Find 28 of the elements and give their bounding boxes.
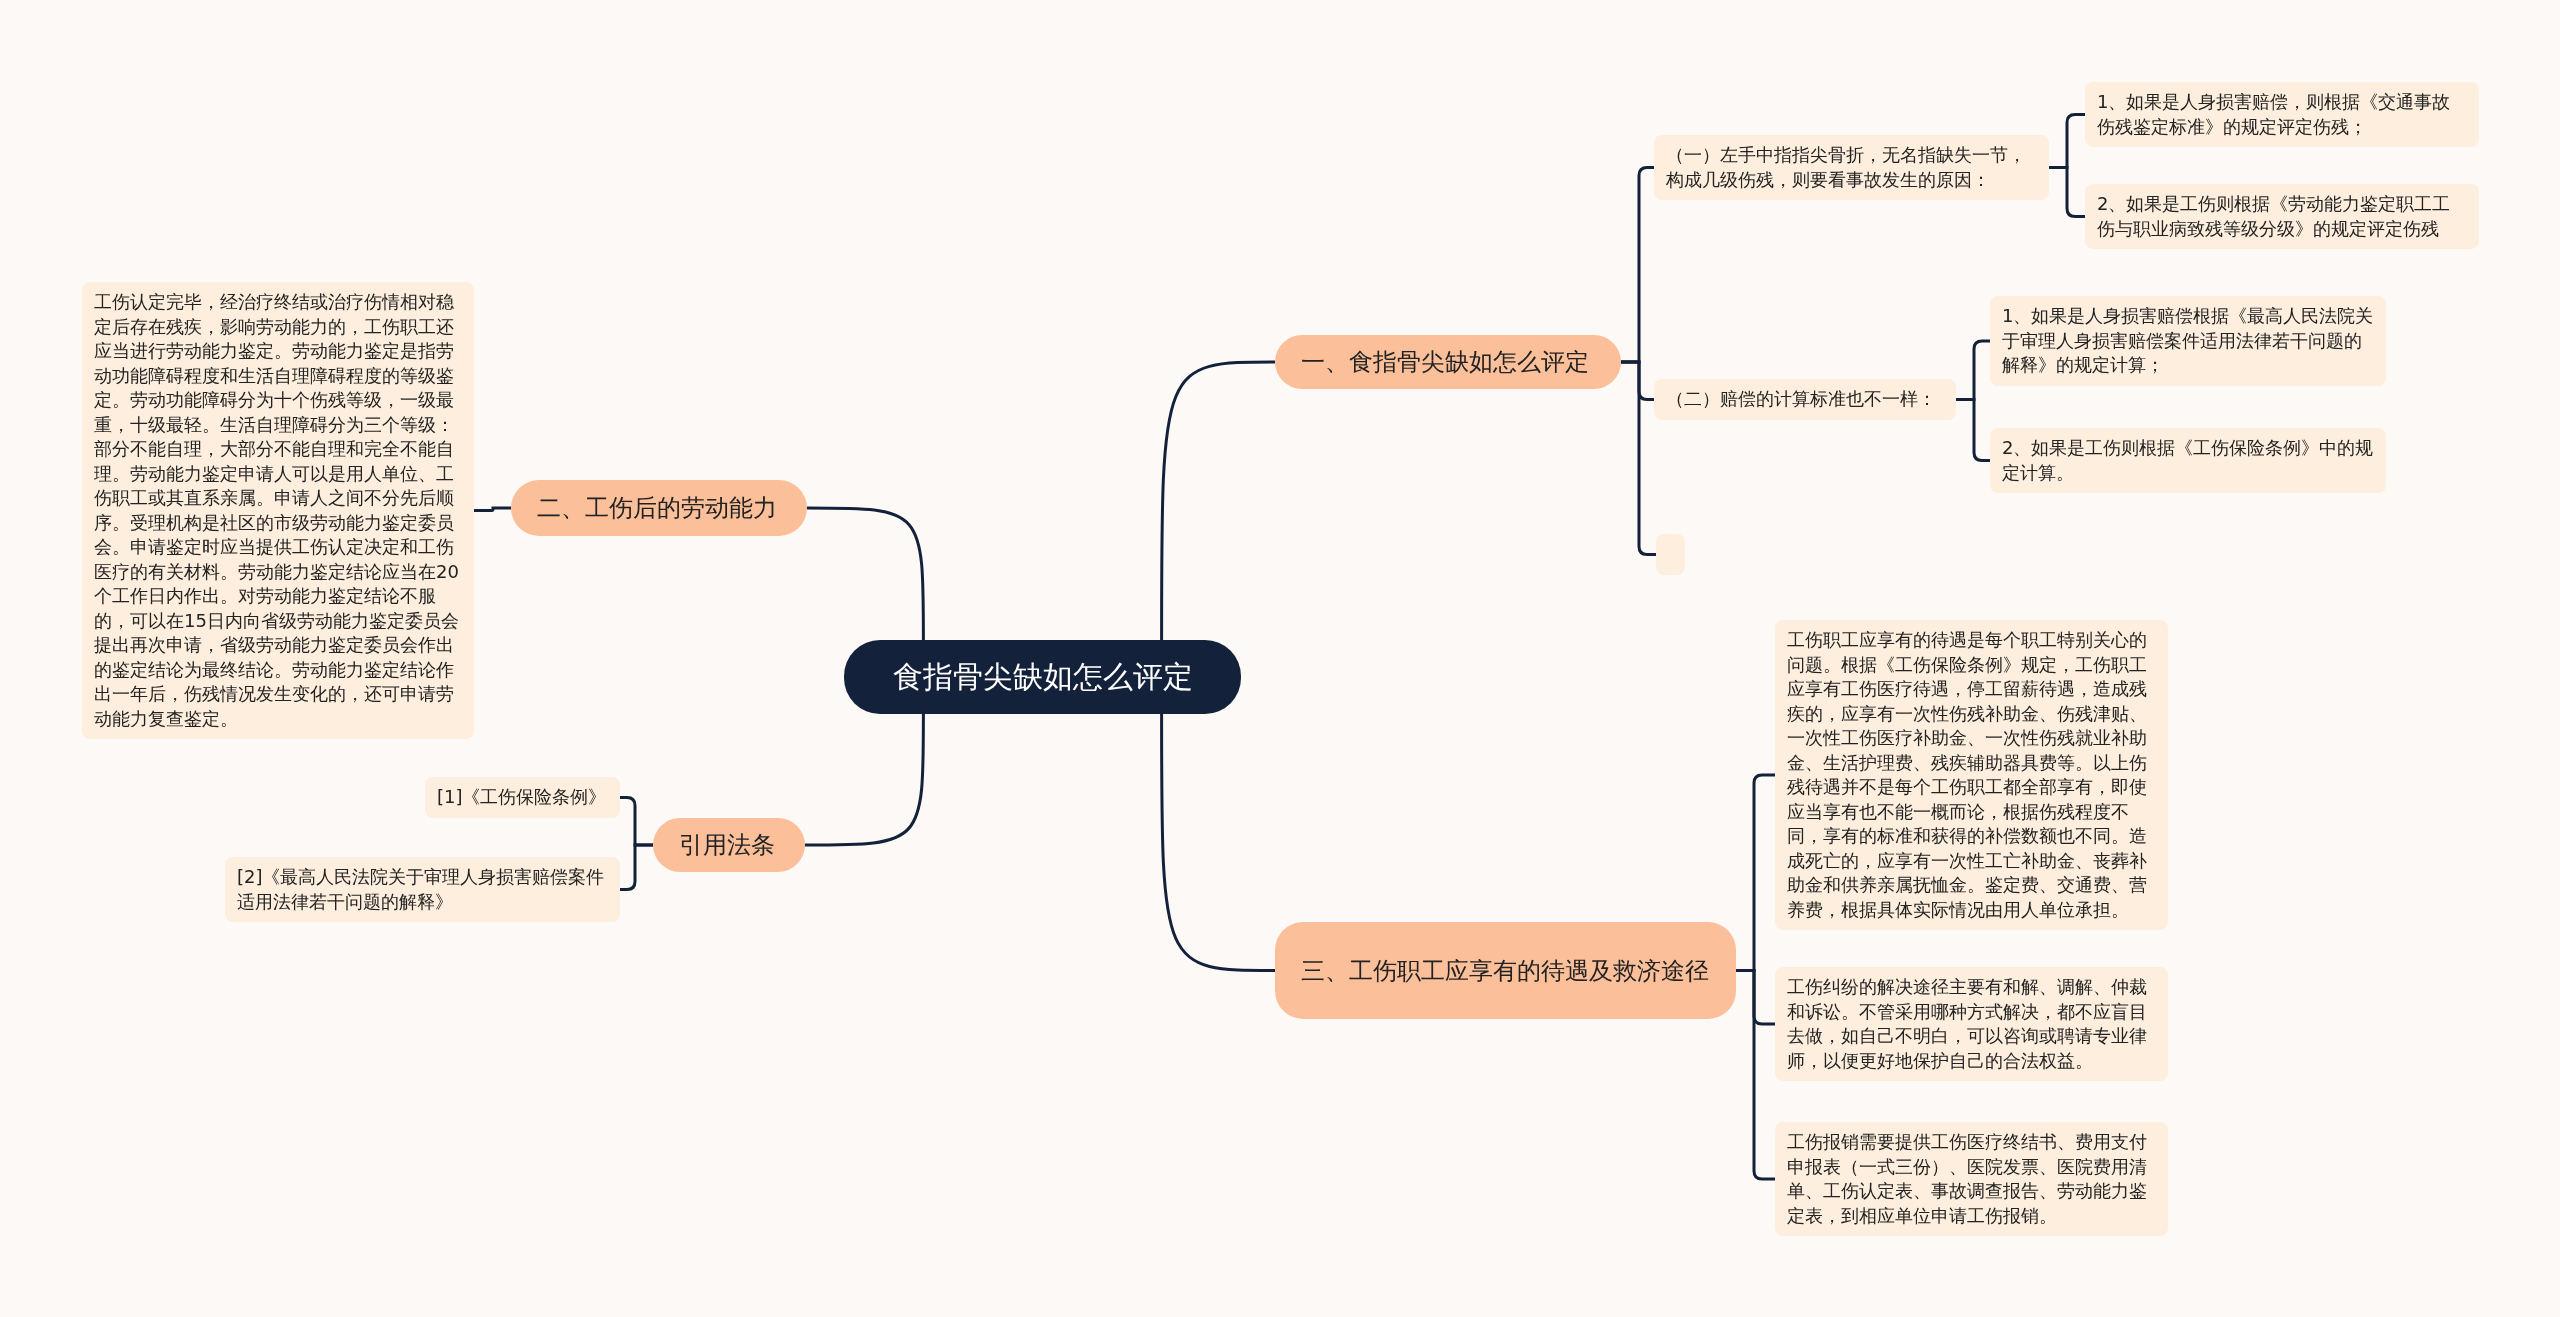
connector bbox=[805, 714, 925, 847]
connector bbox=[1736, 969, 1775, 1181]
connector bbox=[1956, 398, 1990, 462]
connector bbox=[1621, 360, 1656, 556]
subtopic: 1、如果是人身损害赔偿，则根据《交通事故伤残鉴定标准》的规定评定伤残； bbox=[2085, 82, 2479, 147]
empty-topic bbox=[1656, 534, 1685, 575]
subtopic: 2、如果是工伤则根据《工伤保险条例》中的规定计算。 bbox=[1990, 428, 2386, 493]
subtopic: 1、如果是人身损害赔偿根据《最高人民法院关于审理人身损害赔偿案件适用法律若干问题的解释》的规定计算； bbox=[1990, 296, 2386, 386]
subtopic: [2]《最高人民法院关于审理人身损害赔偿案件适用法律若干问题的解释》 bbox=[225, 857, 620, 922]
main-topic: 二、工伤后的劳动能力 bbox=[511, 480, 807, 536]
subtopic: 工伤认定完毕，经治疗终结或治疗伤情相对稳定后存在残疾，影响劳动能力的，工伤职工还应当进行劳动能力鉴定。劳动能力鉴定是指劳动功能障碍程度和生活自理障碍程度的等级鉴定。劳动功能障碍分为十个伤残等级，一级最重，十级最轻。生活自理障碍分为三个等级：部分不能自理，大部分不能自理和完全不能自理。劳动能力鉴定申请人可以是用人单位、工伤职工或其直系亲属。申请人之间不分先后顺序。受理机构是社区的市级劳动能力鉴定委员会。申请鉴定时应当提供工伤认定决定和工伤医疗的有关材料。劳动能力鉴定结论应当在20个工作日内作出。对劳动能力鉴定结论不服的，可以在15日内向省级劳动能力鉴定委员会提出再次申请，省级劳动能力鉴定委员会作出的鉴定结论为最终结论。劳动能力鉴定结论作出一年后，伤残情况发生变化的，还可申请劳动能力复查鉴定。 bbox=[82, 282, 474, 739]
subtopic: [1]《工伤保险条例》 bbox=[425, 777, 620, 818]
central-topic: 食指骨尖缺如怎么评定 bbox=[844, 640, 1241, 714]
subtopic: 工伤职工应享有的待遇是每个职工特别关心的问题。根据《工伤保险条例》规定，工伤职工应享有工伤医疗待遇，停工留薪待遇，造成残疾的，应享有一次性伤残补助金、伤残津贴、一次性工伤医疗补助金、一次性伤残就业补助金、生活护理费、残疾辅助器具费等。以上伤残待遇并不是每个工伤职工都全部享有，即使应当享有也不能一概而论，根据伤残程度不同，享有的标准和获得的补偿数额也不同。造成死亡的，应享有一次性工亡补助金、丧葬补助金和供养亲属抚恤金。鉴定费、交通费、营养费，根据具体实际情况由用人单位承担。 bbox=[1775, 620, 2168, 930]
connector bbox=[620, 843, 653, 891]
subtopic: 工伤纠纷的解决途径主要有和解、调解、仲裁和诉讼。不管采用哪种方式解决，都不应盲目去做，如自己不明白，可以咨询或聘请专业律师，以便更好地保护自己的合法权益。 bbox=[1775, 967, 2168, 1081]
main-topic: 一、食指骨尖缺如怎么评定 bbox=[1275, 335, 1621, 389]
connector bbox=[1160, 360, 1275, 640]
main-topic: 三、工伤职工应享有的待遇及救济途径 bbox=[1275, 922, 1736, 1019]
connector bbox=[1160, 714, 1275, 972]
main-topic: 引用法条 bbox=[653, 818, 805, 872]
connector bbox=[807, 506, 925, 640]
connector bbox=[474, 506, 511, 512]
subtopic: （二）赔偿的计算标准也不一样： bbox=[1654, 379, 1956, 420]
subtopic: 2、如果是工伤则根据《劳动能力鉴定职工工伤与职业病致残等级分级》的规定评定伤残 bbox=[2085, 184, 2479, 249]
connector bbox=[2049, 166, 2085, 218]
subtopic: 工伤报销需要提供工伤医疗终结书、费用支付申报表（一式三份）、医院发票、医院费用清单、工伤认定表、事故调查报告、劳动能力鉴定表，到相应单位申请工伤报销。 bbox=[1775, 1122, 2168, 1236]
subtopic: （一）左手中指指尖骨折，无名指缺失一节，构成几级伤残，则要看事故发生的原因： bbox=[1654, 135, 2049, 200]
